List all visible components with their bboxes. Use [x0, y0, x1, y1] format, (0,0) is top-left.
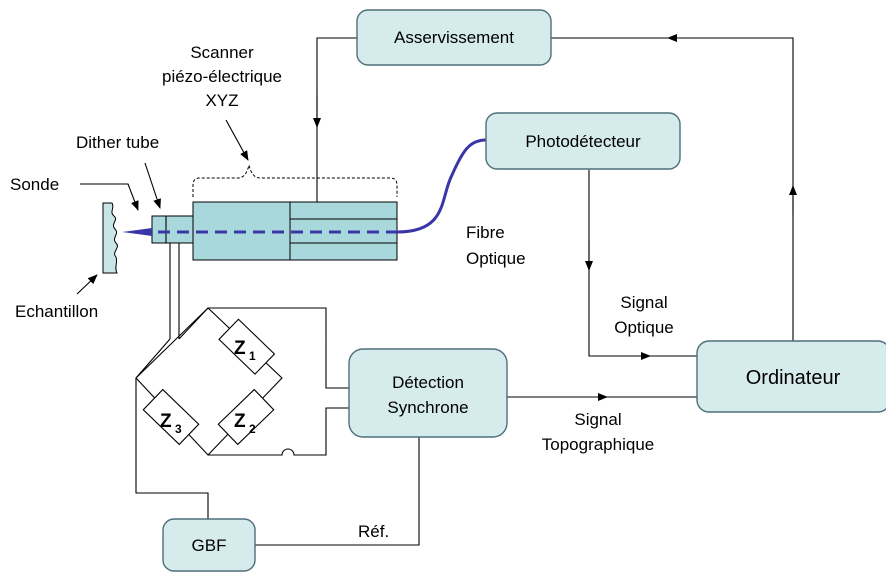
- gbf-rect: [162, 518, 256, 572]
- impedance-z3: Z 3: [142, 388, 200, 446]
- wire-ref: [255, 437, 420, 546]
- optical-fiber: [396, 138, 487, 234]
- z2-letter: Z: [234, 411, 246, 432]
- signal-topo-line2: Topographique: [542, 435, 654, 454]
- scanner-assembly: [102, 138, 487, 274]
- photodetecteur-label: Photodétecteur: [525, 132, 641, 151]
- detection-label-line2: Synchrone: [387, 398, 468, 417]
- sonde-pointer: [80, 183, 139, 211]
- ordinateur-box: Ordinateur: [696, 340, 886, 413]
- bridge-diamond: [135, 307, 283, 456]
- connection-wires: [135, 34, 797, 546]
- detection-rect: [348, 348, 508, 438]
- wire-bridge-left: [135, 338, 209, 519]
- annotation-pointers: [76, 119, 249, 295]
- wire-bridge-top: [178, 307, 349, 389]
- dither-tube: [151, 215, 194, 244]
- impedance-z2-rect: [217, 388, 275, 446]
- impedance-z2: Z 2: [217, 388, 275, 446]
- photodetecteur-box: Photodétecteur: [485, 112, 681, 170]
- asservissement-box: Asservissement: [356, 9, 552, 66]
- gbf-label: GBF: [192, 536, 227, 555]
- wire-ordinateur-to-asservissement: [551, 37, 794, 341]
- ordinateur-label: Ordinateur: [746, 367, 841, 389]
- scanner-brace: [192, 164, 398, 197]
- impedance-z1-rect: [218, 318, 276, 375]
- ordinateur-rect: [696, 340, 886, 413]
- scanner-label-line1: Scanner: [190, 43, 254, 62]
- signal-topo-line1: Signal: [574, 410, 621, 429]
- impedance-z1: Z 1: [218, 318, 276, 375]
- scanner-label-line2: piézo-électrique: [162, 67, 282, 86]
- wire-photodetecteur-to-ordinateur: [588, 170, 697, 357]
- fibre-label-line1: Fibre: [466, 223, 505, 242]
- echantillon-pointer: [76, 274, 98, 295]
- fibre-label-line2: Optique: [466, 249, 526, 268]
- sonde-label: Sonde: [10, 175, 59, 194]
- scanner-label-line3: XYZ: [205, 91, 238, 110]
- signal-optique-line1: Signal: [620, 293, 667, 312]
- z1-letter: Z: [234, 338, 246, 359]
- sample: [102, 202, 118, 274]
- scanner-pointer: [225, 119, 249, 161]
- scanner-right-block: [289, 201, 398, 261]
- gbf-box: GBF: [162, 518, 256, 572]
- wire-asservissement-to-scanner: [316, 37, 357, 202]
- impedance-z3-rect: [142, 388, 200, 446]
- echantillon-label: Echantillon: [15, 302, 98, 321]
- signal-optique-line2: Optique: [614, 318, 674, 337]
- detection-box: Détection Synchrone: [348, 348, 508, 438]
- probe-tip: [122, 228, 152, 236]
- z3-letter: Z: [160, 411, 172, 432]
- asservissement-label: Asservissement: [394, 28, 514, 47]
- wire-bridge-right: [208, 407, 349, 456]
- ref-label: Réf.: [358, 522, 389, 541]
- photodetecteur-rect: [485, 112, 681, 170]
- z3-subscript: 3: [175, 422, 182, 436]
- dither-tube-label: Dither tube: [76, 133, 159, 152]
- z1-subscript: 1: [249, 349, 256, 363]
- detection-label-line1: Détection: [392, 373, 464, 392]
- dither-pointer: [144, 162, 161, 209]
- asservissement-rect: [356, 9, 552, 66]
- z2-subscript: 2: [249, 422, 256, 436]
